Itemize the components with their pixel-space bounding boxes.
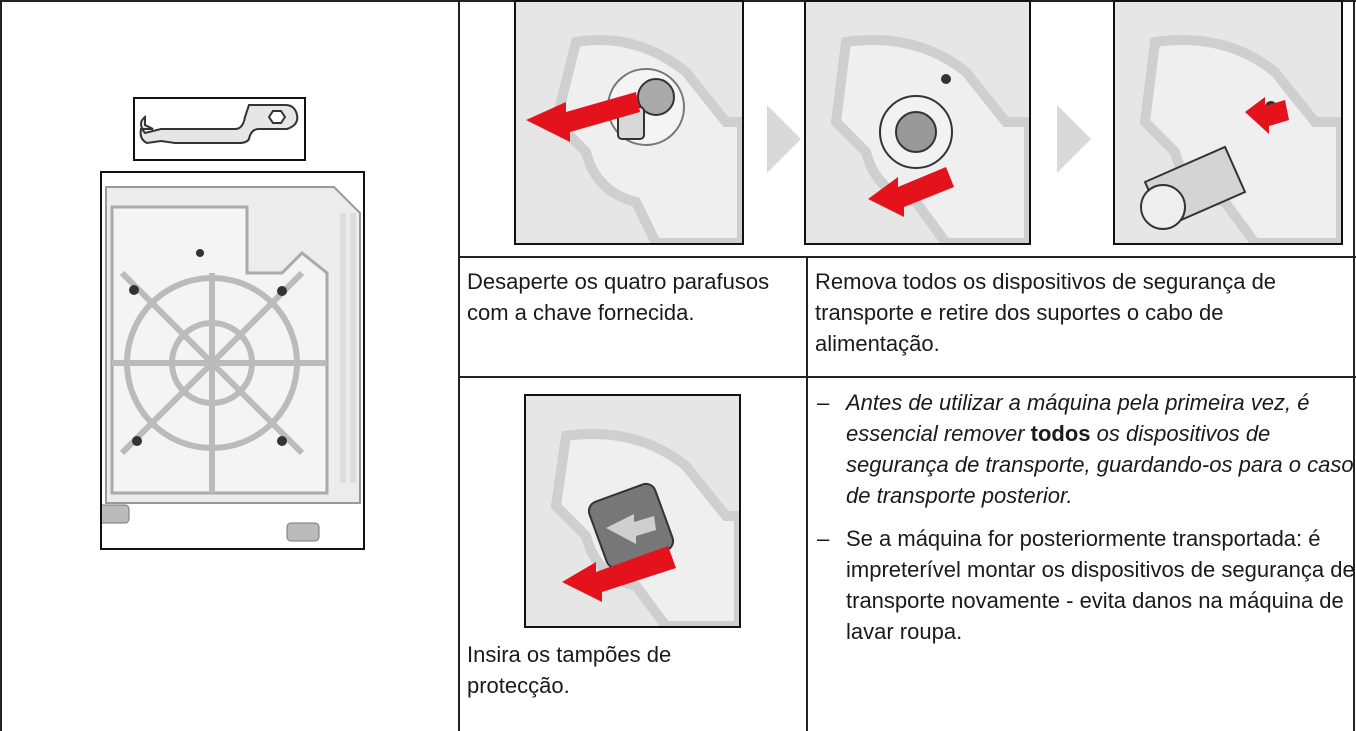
list-dash: – [817, 390, 830, 415]
step-insert-text: Insira os tampões de protecção. [467, 642, 672, 698]
note-text-after: os dispositivos de segurança de transpor… [846, 421, 1354, 508]
step-unscrew-image [514, 0, 744, 245]
step-remove-text: Remova todos os dispositivos de seguranç… [815, 269, 1277, 356]
chevron-right-icon [767, 105, 801, 173]
transport-bolt-icon [1115, 2, 1341, 243]
column-divider [458, 0, 460, 731]
note-text-before: Antes de utilizar a máquina pela primeir… [846, 390, 1310, 446]
list-item: – Se a máquina for posteriormente transp… [815, 523, 1355, 647]
list-dash: – [817, 526, 830, 551]
step-remove-image [804, 0, 1031, 245]
table-right-border [1353, 0, 1355, 731]
transport-bolt-icon [806, 2, 1029, 243]
washing-machine-back-icon [102, 186, 361, 542]
wrench-icon [139, 104, 299, 145]
wrench-panel [133, 97, 306, 161]
transport-bolt-icon [516, 2, 742, 243]
step-remove-tube-image [1113, 0, 1343, 245]
table-left-border [0, 0, 2, 731]
chevron-right-icon [1057, 105, 1091, 173]
list-item: – Antes de utilizar a máquina pela prime… [815, 387, 1355, 511]
note-emphasis: todos [1030, 421, 1091, 446]
row-divider-2 [458, 376, 1356, 378]
notes-list: – Antes de utilizar a máquina pela prime… [815, 387, 1355, 647]
protective-cap-icon [526, 396, 739, 626]
inner-column-divider [806, 256, 808, 731]
step-insert-cap-image [524, 394, 741, 628]
row-divider-1 [458, 256, 1356, 258]
note-text: Se a máquina for posteriormente transpor… [846, 526, 1355, 644]
step-unscrew-text: Desaperte os quatro parafusos com a chav… [467, 269, 770, 325]
machine-back-panel [100, 171, 365, 550]
